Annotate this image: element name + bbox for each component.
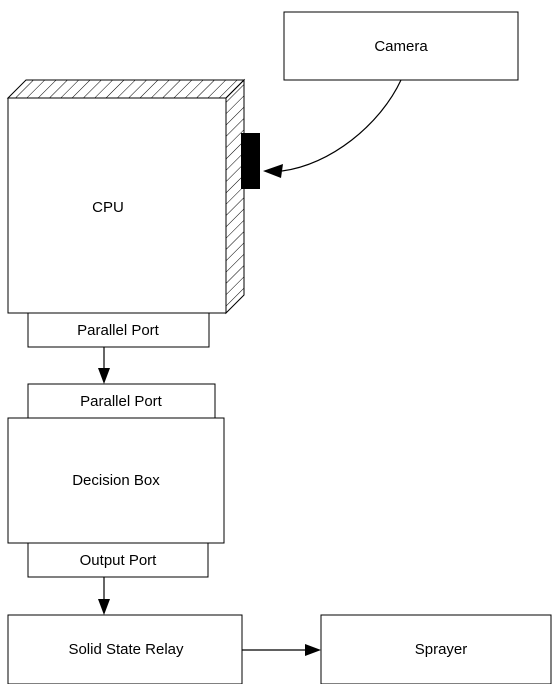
camera-to-cpu-arrow [263, 79, 402, 178]
camera-label: Camera [374, 38, 428, 55]
sprayer-block: Sprayer [320, 614, 552, 684]
cpu-parallel-port: Parallel Port [27, 312, 210, 348]
cpu-top-face [6, 79, 246, 99]
camera-block: Camera [283, 11, 519, 81]
output-to-relay-arrow [98, 577, 110, 615]
relay-block: Solid State Relay [7, 614, 243, 684]
port-to-port-arrow [98, 347, 110, 384]
cpu-side-face [225, 78, 245, 315]
sprayer-label: Sprayer [415, 641, 468, 658]
decision-parallel-port-label: Parallel Port [80, 393, 163, 410]
camera-connector [241, 133, 260, 189]
output-port: Output Port [27, 542, 209, 578]
cpu-label: CPU [92, 199, 124, 216]
cpu-block: CPU [6, 78, 246, 315]
cpu-parallel-port-label: Parallel Port [77, 322, 160, 339]
output-port-label: Output Port [80, 552, 158, 569]
decision-parallel-port: Parallel Port [27, 383, 216, 419]
decision-box: Decision Box [7, 417, 225, 544]
relay-to-sprayer-arrow [242, 644, 321, 656]
relay-label: Solid State Relay [68, 641, 184, 658]
decision-box-label: Decision Box [72, 472, 160, 489]
